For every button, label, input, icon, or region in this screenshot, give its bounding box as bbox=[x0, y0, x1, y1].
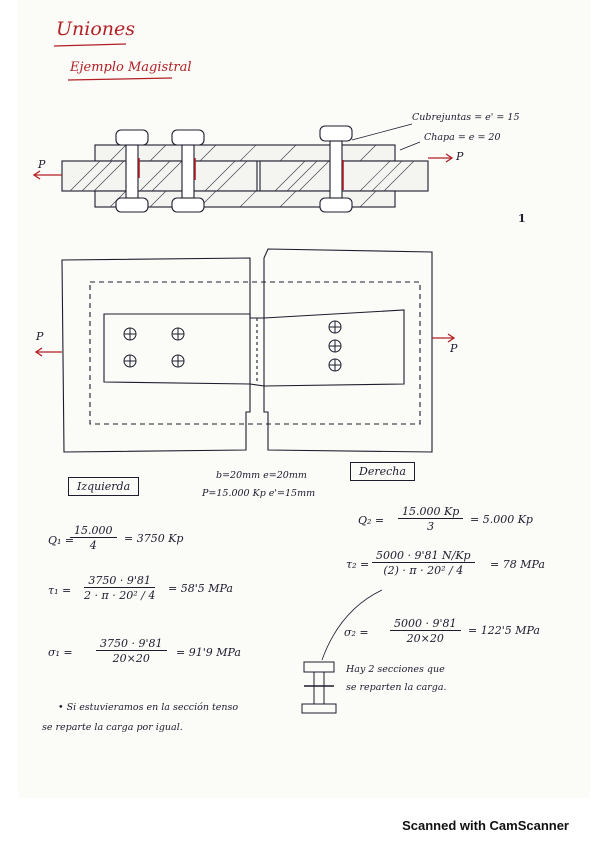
note-right-2: se reparten la carga. bbox=[346, 682, 447, 693]
sigma1-label: σ₁ = bbox=[48, 646, 73, 659]
tau2-fraction: 5000 · 9'81 N/Kp(2) · π · 20² / 4 bbox=[372, 549, 475, 577]
q1-result: = 3750 Kp bbox=[124, 532, 184, 545]
sigma1-result: = 91'9 MPa bbox=[176, 646, 241, 659]
note-left-1: • Si estuvieramos en la sección tenso bbox=[58, 702, 239, 713]
q1-label: Q₁ = bbox=[48, 534, 75, 547]
page-mark: 1 bbox=[518, 212, 526, 225]
sigma2-label: σ₂ = bbox=[344, 626, 369, 639]
tau1-result: = 58'5 MPa bbox=[168, 582, 233, 595]
plan-view bbox=[61, 248, 433, 453]
sigma2-result: = 122'5 MPa bbox=[468, 624, 540, 637]
page-subtitle: Ejemplo Magistral bbox=[70, 60, 192, 75]
force-label-right: P bbox=[456, 150, 464, 163]
note-right-1: Hay 2 secciones que bbox=[346, 664, 445, 675]
tau2-label: τ₂ = bbox=[346, 558, 370, 571]
force-label-left: P bbox=[38, 158, 46, 171]
bolt-sketch bbox=[301, 661, 337, 714]
dimensions-line2: P=15.000 Kp e'=15mm bbox=[202, 488, 316, 499]
right-section-label: Derecha bbox=[350, 462, 415, 481]
label-chapa: Chapa = e = 20 bbox=[424, 132, 501, 143]
note-left-2: se reparte la carga por igual. bbox=[42, 722, 183, 733]
tau2-result: = 78 MPa bbox=[490, 558, 545, 571]
label-cubrejuntas: Cubrejuntas = e' = 15 bbox=[412, 112, 520, 123]
tau1-label: τ₁ = bbox=[48, 584, 72, 597]
plan-force-right: P bbox=[450, 342, 458, 355]
page-title: Uniones bbox=[56, 18, 135, 40]
plan-force-left: P bbox=[36, 330, 44, 343]
q2-result: = 5.000 Kp bbox=[470, 513, 533, 526]
q2-label: Q₂ = bbox=[358, 514, 385, 527]
section-view bbox=[61, 125, 429, 213]
bolt-holes bbox=[123, 320, 342, 372]
dimensions-line1: b=20mm e=20mm bbox=[216, 470, 307, 481]
scanner-watermark: Scanned with CamScanner bbox=[402, 818, 569, 833]
left-section-label: Izquierda bbox=[68, 477, 140, 496]
